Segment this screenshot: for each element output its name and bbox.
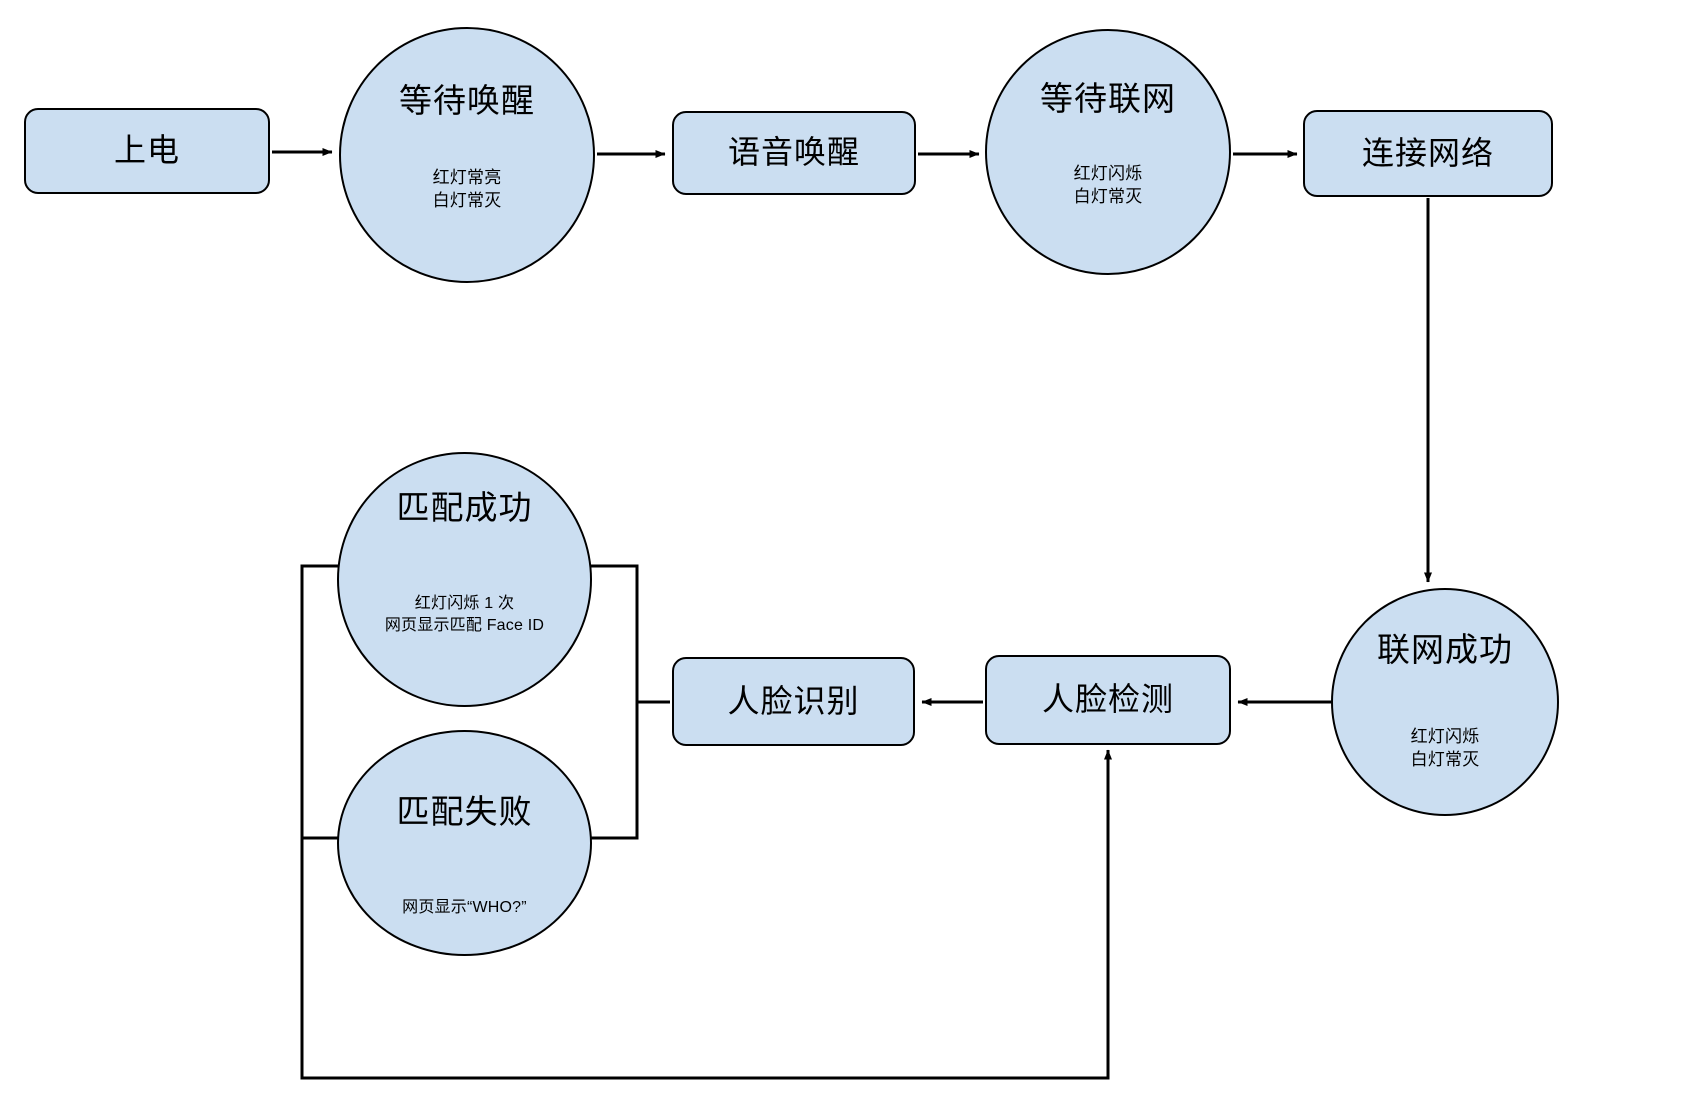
- node-connect-network[interactable]: 连接网络: [1303, 110, 1553, 197]
- node-match-success-sub: 红灯闪烁 1 次 网页显示匹配 Face ID: [384, 594, 545, 635]
- node-face-recognize[interactable]: 人脸识别: [672, 657, 915, 746]
- node-match-success-label: 匹配成功: [396, 489, 533, 526]
- node-network-success[interactable]: 联网成功 红灯闪烁 白灯常灭: [1331, 588, 1559, 816]
- node-wait-net[interactable]: 等待联网 红灯闪烁 白灯常灭: [985, 29, 1231, 275]
- node-match-fail-sub: 网页显示“WHO?”: [402, 898, 527, 916]
- node-voice-wake-label: 语音唤醒: [727, 134, 860, 171]
- edge-match-fail-feedback-to-face-detect: [300, 566, 1112, 1080]
- node-wait-wake-label: 等待唤醒: [399, 82, 535, 119]
- node-match-fail[interactable]: 匹配失败 网页显示“WHO?”: [337, 730, 592, 956]
- node-power-label: 上电: [113, 132, 180, 169]
- node-wait-wake[interactable]: 等待唤醒 红灯常亮 白灯常灭: [339, 27, 595, 283]
- node-face-detect-label: 人脸检测: [1041, 681, 1174, 718]
- node-match-fail-label: 匹配失败: [396, 793, 533, 830]
- node-connect-network-label: 连接网络: [1361, 134, 1494, 171]
- node-power[interactable]: 上电: [24, 108, 270, 194]
- node-network-success-sub: 红灯闪烁 白灯常灭: [1410, 726, 1480, 770]
- node-wait-net-sub: 红灯闪烁 白灯常灭: [1073, 163, 1143, 207]
- node-wait-wake-sub: 红灯常亮 白灯常灭: [432, 167, 502, 211]
- node-face-recognize-label: 人脸识别: [727, 682, 860, 719]
- node-face-detect[interactable]: 人脸检测: [985, 655, 1231, 745]
- node-match-success[interactable]: 匹配成功 红灯闪烁 1 次 网页显示匹配 Face ID: [337, 452, 592, 707]
- node-voice-wake[interactable]: 语音唤醒: [672, 111, 916, 195]
- node-wait-net-label: 等待联网: [1040, 80, 1176, 117]
- node-network-success-label: 联网成功: [1377, 631, 1513, 668]
